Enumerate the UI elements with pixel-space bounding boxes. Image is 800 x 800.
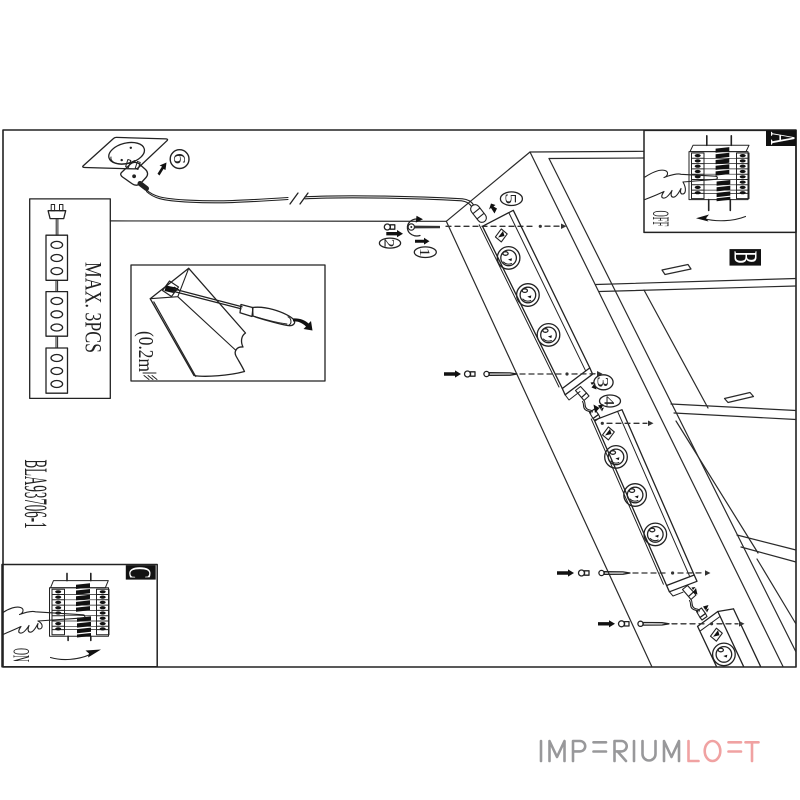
svg-text:6: 6 [170, 153, 189, 164]
svg-text:MAX. 3PCS: MAX. 3PCS [81, 262, 106, 353]
svg-text:C: C [123, 567, 159, 579]
svg-text:B: B [727, 251, 764, 264]
svg-text:1: 1 [416, 248, 432, 257]
svg-text:BLA93706-1: BLA93706-1 [17, 460, 53, 529]
svg-text:2: 2 [381, 239, 397, 248]
svg-text:5: 5 [501, 193, 518, 204]
svg-text:OFF: OFF [648, 211, 673, 227]
svg-text:(0.2m: (0.2m [134, 331, 158, 372]
svg-text:ON: ON [9, 648, 34, 662]
svg-text:4: 4 [600, 396, 616, 407]
svg-text:A: A [763, 132, 800, 145]
svg-text:3: 3 [594, 377, 611, 388]
